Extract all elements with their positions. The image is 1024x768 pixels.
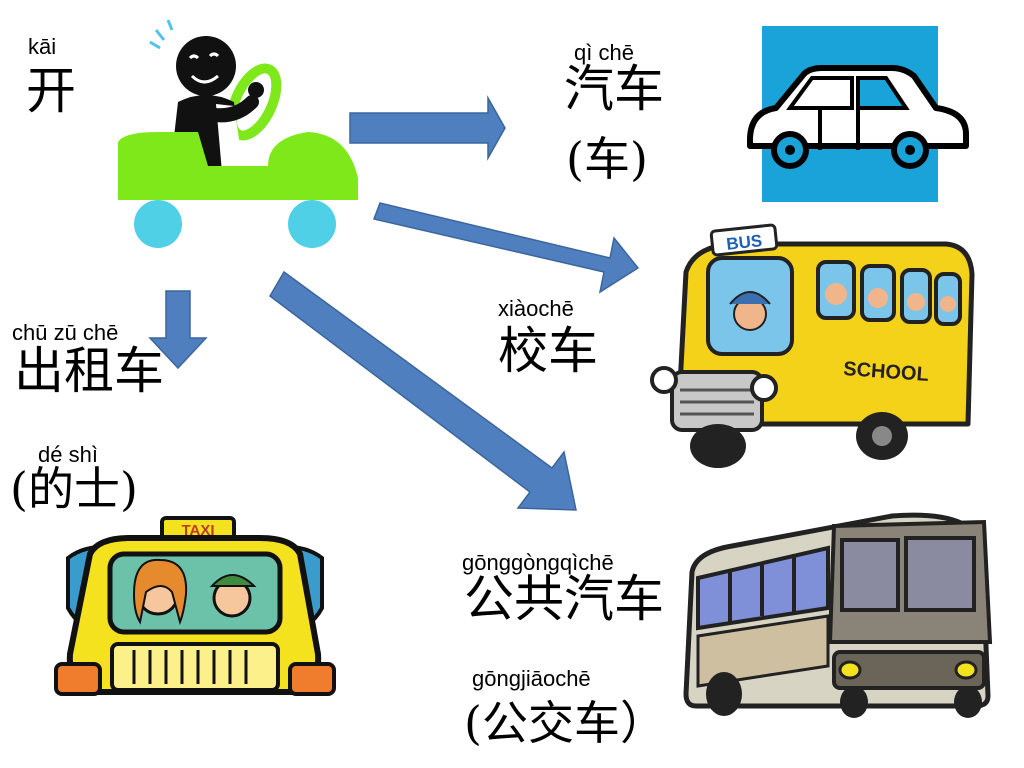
taxi-alt-hanzi: (的士): [10, 462, 138, 516]
arrow-icon: [372, 202, 640, 294]
school-bus-hanzi: 校车: [498, 322, 598, 380]
taxi-alt-pinyin: dé shì: [38, 442, 98, 467]
public-bus-alt-hanzi: (公交车）: [464, 696, 666, 750]
kai-hanzi: 开: [26, 62, 76, 120]
car-alt-hanzi: (车): [566, 132, 648, 186]
school-bus-pinyin: xiàochē: [498, 296, 574, 321]
arrow-icon: [148, 290, 208, 370]
car-hanzi: 汽车: [564, 60, 664, 118]
bus-sign-text: BUS: [725, 231, 763, 254]
taxi-sign-text: TAXI: [181, 522, 214, 539]
kai-pinyin: kāi: [28, 34, 57, 59]
taxi-icon: TAXI: [54, 516, 336, 696]
school-bus-icon: BUS SCHOOL: [650, 223, 975, 468]
public-bus-hanzi: 公共汽车: [464, 570, 664, 628]
public-bus-pinyin: gōnggòngqìchē: [462, 550, 614, 575]
driver-icon: [118, 19, 358, 248]
arrow-icon: [349, 95, 506, 161]
taxi-hanzi: 出租车: [14, 342, 164, 400]
car-icon: [747, 65, 969, 169]
car-pinyin: qì chē: [574, 40, 634, 65]
arrow-icon: [269, 270, 577, 511]
public-bus-alt-pinyin: gōngjiāochē: [472, 666, 591, 691]
city-bus-icon: [683, 512, 993, 718]
taxi-pinyin: chū zū chē: [12, 320, 119, 345]
